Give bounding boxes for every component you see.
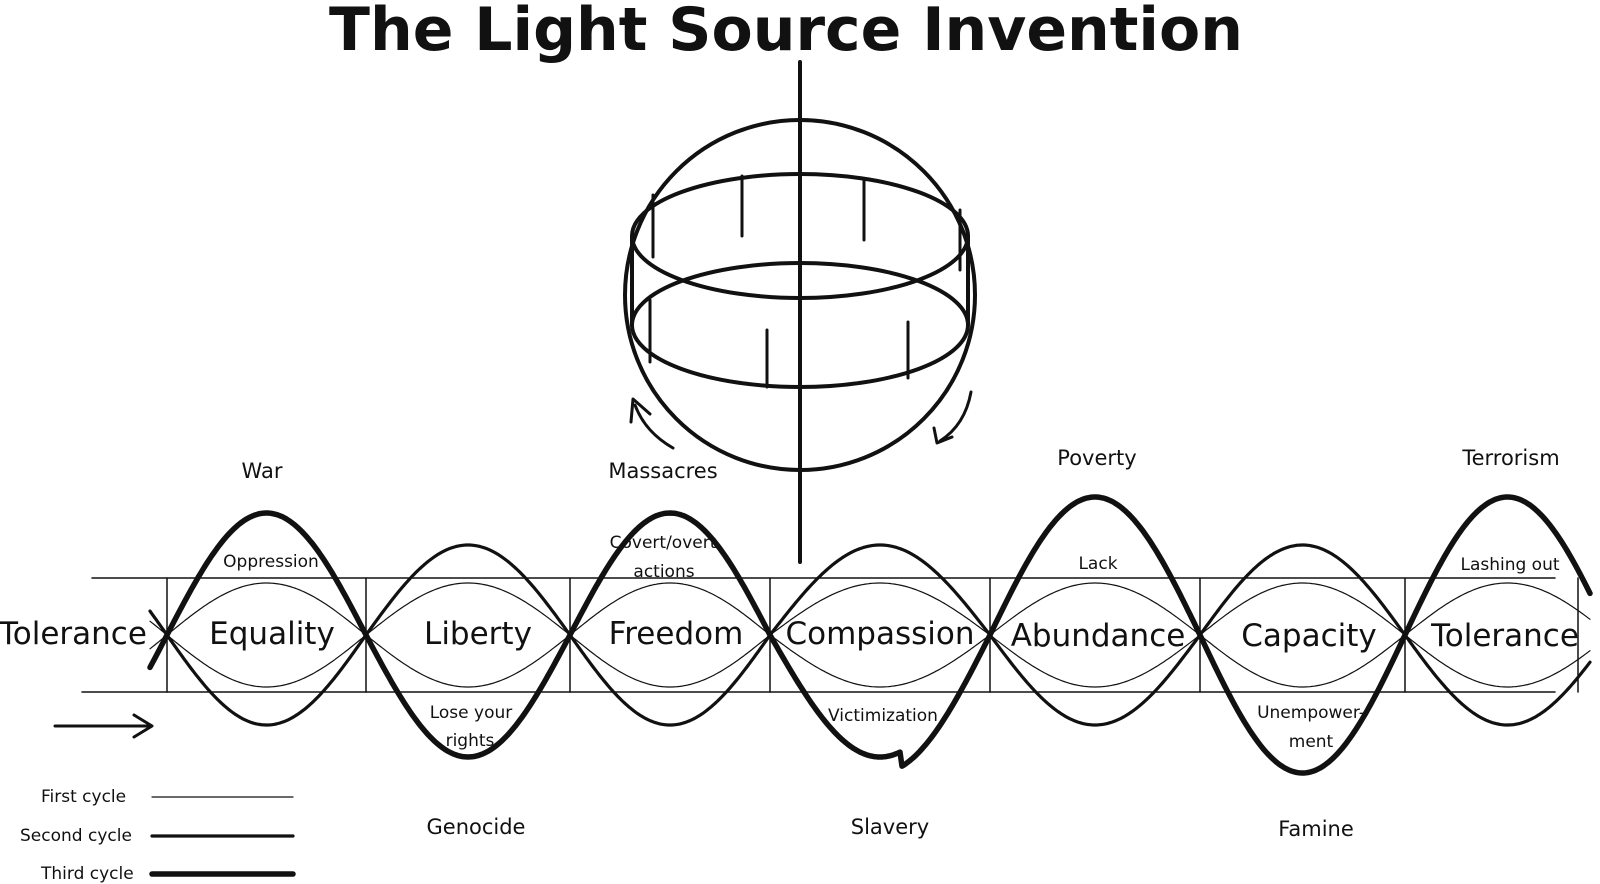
virtue-label-freedom: Freedom [609, 616, 744, 652]
legend-label-third-cycle: Third cycle [40, 864, 134, 884]
extreme-bottom-label: Famine [1278, 817, 1354, 841]
virtue-label-compassion: Compassion [785, 616, 974, 652]
legend-label-first-cycle: First cycle [41, 787, 126, 807]
virtue-label-tolerance-left: Tolerance [0, 616, 147, 652]
first-cycle-wave [149, 582, 1591, 688]
rotation-arrows-icon [629, 390, 973, 450]
first-cycle-bottom-label: Unempower- [1257, 703, 1365, 723]
first-cycle-bottom-label: Victimization [828, 706, 938, 726]
diagram-title: The Light Source Invention [329, 0, 1243, 65]
second-cycle-wave [148, 543, 1592, 727]
legend-label-second-cycle: Second cycle [20, 826, 132, 846]
first-cycle-top-label: Oppression [223, 552, 319, 572]
virtue-label-tolerance-right: Tolerance [1430, 618, 1579, 654]
first-cycle-bottom-label: rights [446, 731, 495, 751]
extreme-bottom-label: Genocide [427, 815, 526, 839]
extreme-top-label: War [242, 459, 283, 483]
extreme-top-label: Massacres [608, 459, 717, 483]
virtue-label-equality: Equality [209, 616, 335, 652]
virtue-label-capacity: Capacity [1241, 618, 1376, 654]
direction-arrow-icon [53, 713, 154, 739]
virtue-label-liberty: Liberty [424, 616, 532, 652]
extreme-top-label: Poverty [1057, 446, 1136, 470]
first-cycle-top-label: Lack [1078, 554, 1117, 574]
extreme-bottom-label: Slavery [851, 815, 929, 839]
globe-icon [623, 60, 977, 564]
third-cycle-wave [147, 494, 1593, 776]
first-cycle-top-label: Covert/overt [610, 533, 717, 553]
legend: First cycle Second cycle Third cycle [20, 787, 296, 884]
first-cycle-top-label: Lashing out [1460, 555, 1559, 575]
virtue-label-abundance: Abundance [1011, 618, 1186, 654]
first-cycle-bottom-label: Lose your [430, 703, 513, 723]
extreme-top-label: Terrorism [1461, 446, 1559, 470]
first-cycle-bottom-label: ment [1289, 732, 1334, 752]
first-cycle-top-label: actions [633, 562, 694, 582]
